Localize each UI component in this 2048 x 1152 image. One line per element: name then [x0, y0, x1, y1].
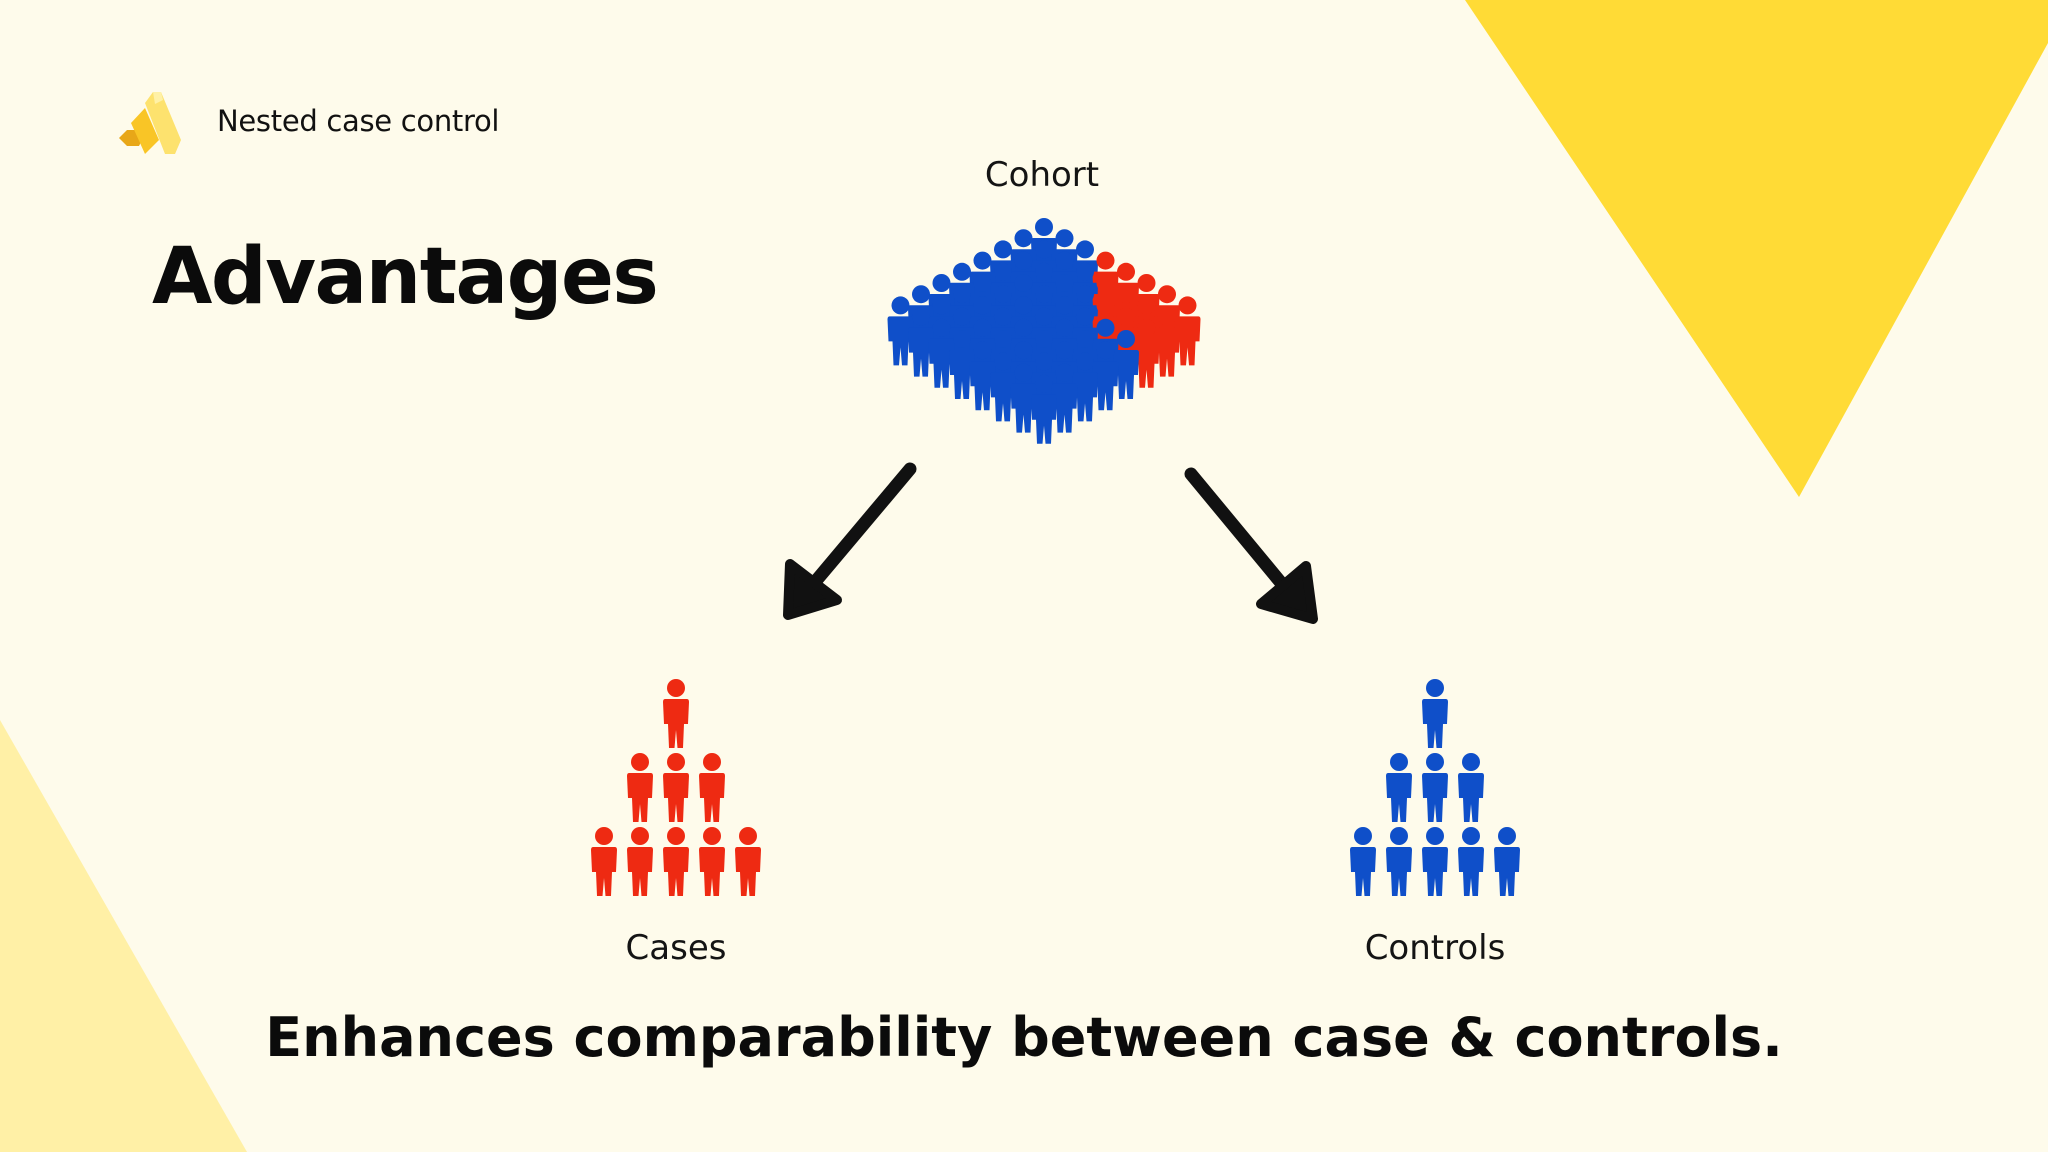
- yellow-triangle-top-right: [1465, 0, 2048, 497]
- arrow-down-right-icon: [1184, 467, 1318, 624]
- cohort-label: Cohort: [984, 155, 1100, 195]
- controls-label: Controls: [1364, 928, 1506, 968]
- page-title: Advantages: [152, 232, 659, 322]
- brand-name: Nested case control: [217, 104, 500, 138]
- cases-label: Cases: [625, 928, 727, 968]
- cases-people-pyramid-icon: [591, 679, 761, 896]
- slide-caption: Enhances comparability between case & co…: [265, 1006, 1783, 1069]
- population-crowd-icon: [887, 218, 1201, 444]
- yellow-triangle-bottom-left: [0, 720, 247, 1152]
- arrow-down-left-icon: [783, 462, 917, 620]
- hexagon-bars-logo-icon: [119, 92, 181, 154]
- controls-people-pyramid-icon: [1350, 679, 1520, 896]
